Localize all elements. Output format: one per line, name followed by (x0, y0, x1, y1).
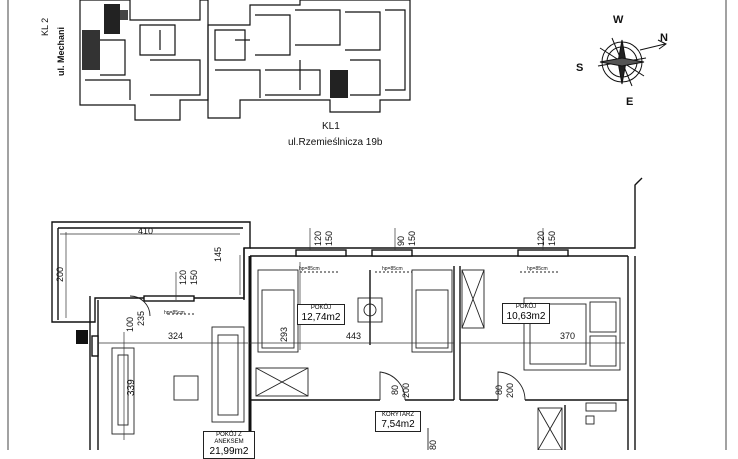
room-tag-pokoj-1: POKÓJ 12,74m2 (297, 304, 345, 325)
room-tag-pokoj-2: POKÓJ 10,63m2 (502, 303, 550, 324)
compass-north: N (660, 32, 668, 44)
room-name: POKÓJ Z ANEKSEM (214, 432, 244, 445)
compass-west: W (613, 14, 624, 26)
block-label: KL1 (322, 121, 340, 132)
street-label-mechaniczna: ul. Mechani (56, 26, 66, 76)
dim-410: 410 (138, 226, 154, 236)
dim-120-b: 120 (313, 230, 323, 246)
dim-200-balcony: 200 (55, 266, 65, 282)
furniture (111, 269, 621, 450)
dim-150-d: 150 (547, 230, 557, 246)
sill-height-2: hp=85cm (382, 266, 403, 272)
room-area: 7,54m2 (381, 419, 415, 430)
dim-80-a: 80 (390, 384, 400, 395)
sill-height-4: hp=85cm (164, 310, 185, 316)
dim-324: 324 (168, 331, 184, 341)
dim-90: 90 (396, 235, 406, 246)
room-area: 12,74m2 (301, 312, 341, 323)
room-tag-salon: POKÓJ Z ANEKSEM 21,99m2 (203, 431, 255, 459)
dim-80-c: 80 (428, 439, 438, 450)
apartment-walls (51, 177, 643, 450)
room-name: POKÓJ (515, 304, 537, 310)
dim-443: 443 (346, 331, 362, 341)
dim-200-b: 200 (505, 382, 515, 398)
dim-120-a: 120 (178, 269, 188, 285)
room-area: 21,99m2 (209, 446, 249, 457)
dim-80-b: 80 (494, 384, 504, 395)
dim-370: 370 (560, 331, 576, 341)
street-label-kl2: KL 2 (40, 17, 50, 36)
room-name: KORYTARZ (381, 412, 415, 418)
sill-height-1: hp=85cm (299, 266, 320, 272)
dim-200-a: 200 (401, 382, 411, 398)
dim-293: 293 (279, 326, 289, 342)
dim-235: 235 (136, 310, 146, 326)
dim-100: 100 (125, 316, 135, 332)
sill-height-3: hp=85cm (527, 266, 548, 272)
compass-south: S (576, 62, 584, 74)
room-area: 10,63m2 (506, 311, 546, 322)
compass-rose (597, 37, 667, 87)
dim-150-c: 150 (407, 230, 417, 246)
dim-120-c: 120 (536, 230, 546, 246)
dim-150-a: 150 (189, 269, 199, 285)
dim-339: 339 (126, 379, 137, 396)
compass-east: E (626, 96, 634, 108)
dim-150-b: 150 (324, 230, 334, 246)
room-tag-korytarz: KORYTARZ 7,54m2 (375, 411, 421, 432)
site-plan (79, 0, 411, 121)
dim-145: 145 (213, 246, 223, 262)
room-name: POKÓJ (310, 305, 332, 311)
street-label-rzemieslnicza: ul.Rzemieślnicza 19b (288, 137, 383, 148)
